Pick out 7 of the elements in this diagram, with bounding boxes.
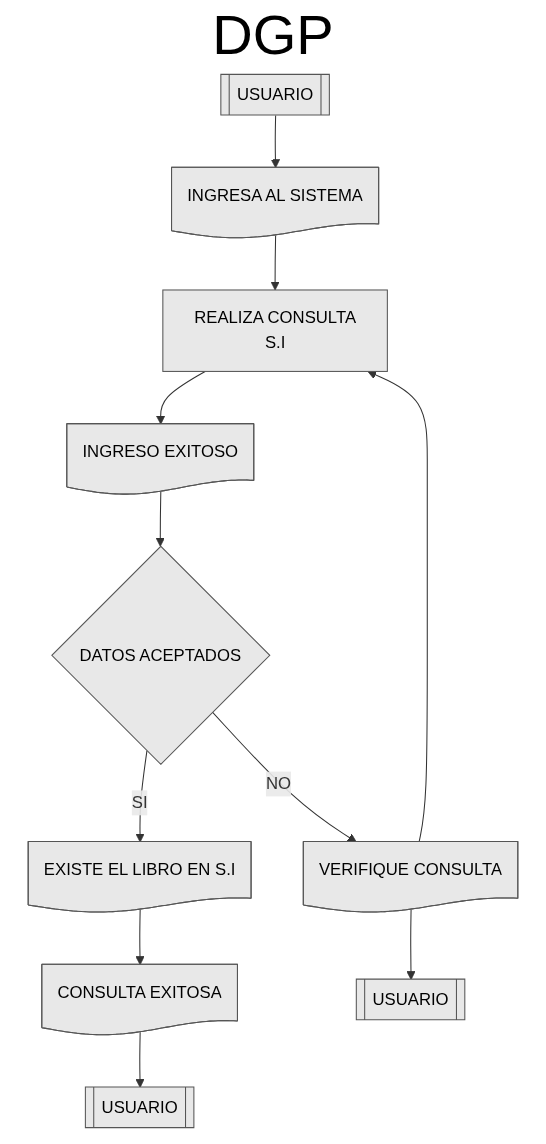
arrow	[155, 490, 165, 547]
node-box: REALIZA CONSULTA S.I	[162, 289, 388, 372]
edge-label: NO	[265, 774, 292, 793]
arrow	[270, 234, 280, 290]
node-diamond: DATOS ACEPTADOS	[51, 545, 271, 765]
title: DGP	[211, 4, 335, 66]
edge-label: SI	[131, 793, 148, 811]
